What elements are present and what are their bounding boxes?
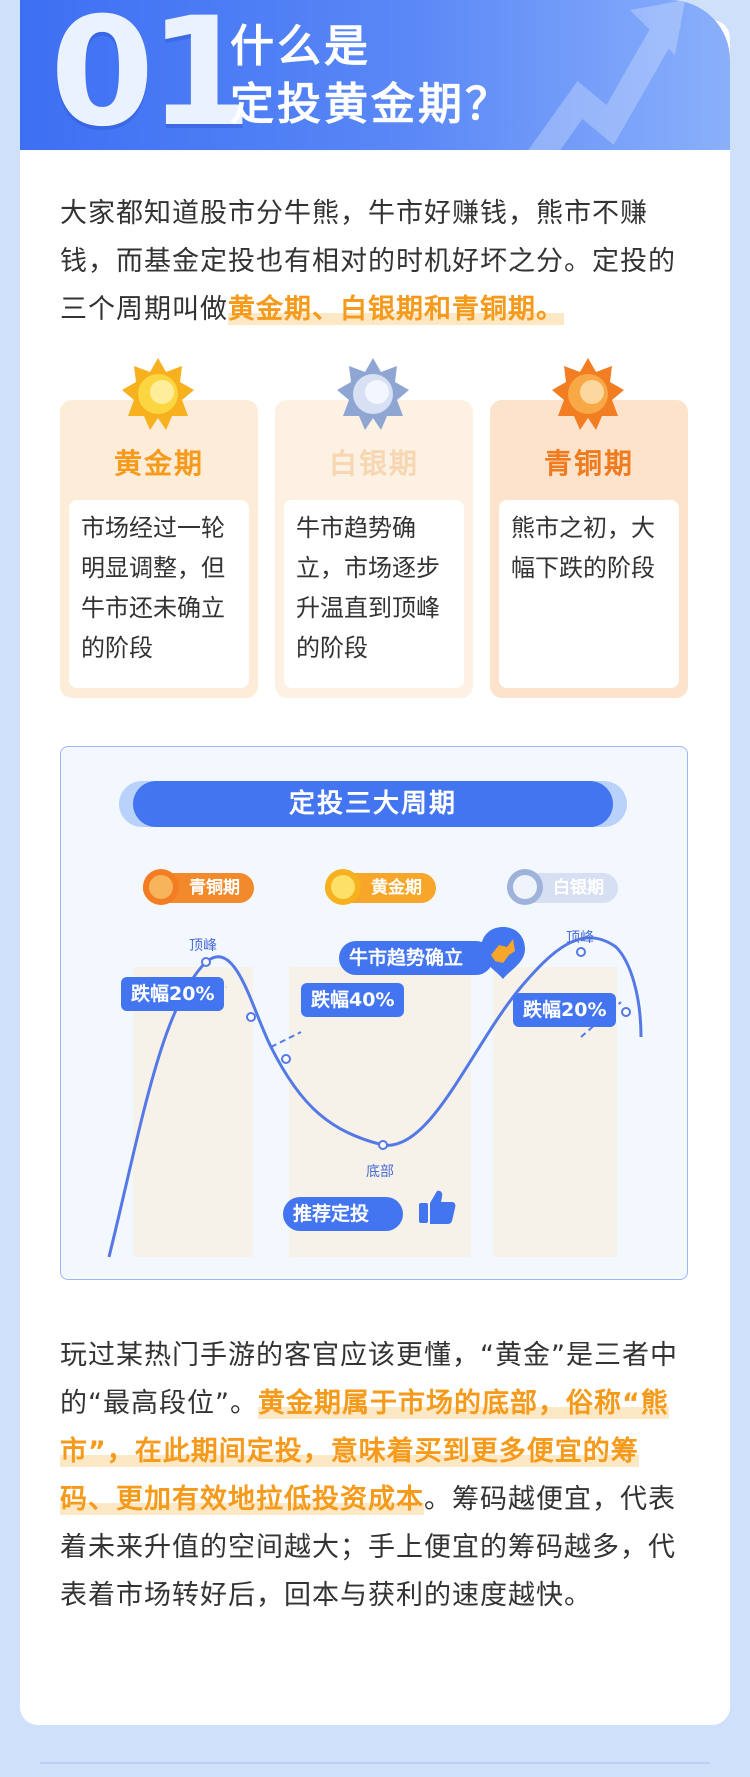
period-name: 白银期 [328, 447, 419, 480]
drop-tag-1: 跌幅20% [121, 977, 225, 1011]
divider [40, 1762, 710, 1764]
phase-pill-silver: 白银期 [507, 869, 618, 905]
phase-label: 黄金期 [371, 878, 422, 898]
recommend-tag: 推荐定投 [283, 1197, 404, 1231]
rising-arrow-icon [528, 0, 685, 150]
bull-trend-tag: 牛市趋势确立 [339, 941, 494, 975]
silver-sun-icon [507, 869, 543, 905]
thumbs-up-icon [419, 1190, 456, 1224]
period-card-bronze: 青铜期 熊市之初，大幅下跌的阶段 [490, 400, 688, 698]
period-desc: 牛市趋势确立，市场逐步升温直到顶峰的阶段 [296, 514, 440, 662]
silver-sun-icon [337, 358, 409, 430]
bull-icon [481, 927, 525, 979]
outro-text-after: 。筹码越便宜，代表着未来升值的空间越大；手上便宜的筹码越多，代表着市场转好后，回… [60, 1484, 676, 1611]
period-card-silver: 白银期 牛市趋势确立，市场逐步升温直到顶峰的阶段 [275, 400, 473, 698]
title-line-1: 什么是 [230, 21, 371, 72]
period-desc-box: 市场经过一轮明显调整，但牛市还未确立的阶段 [69, 500, 249, 688]
drop-tag-2: 跌幅40% [301, 983, 405, 1017]
peak-label-2: 顶峰 [566, 930, 594, 946]
bottom-label: 底部 [366, 1164, 394, 1180]
period-name: 黄金期 [113, 447, 204, 480]
intro-text: 大家都知道股市分牛熊，牛市好赚钱，熊市不赚钱，而基金定投也有相对的时机好坏之分。… [60, 198, 676, 325]
phase-label: 白银期 [553, 878, 604, 898]
cycle-diagram: 定投三大周期 青铜期 黄金期 白银期 顶峰 顶峰 底部 跌幅20% 跌幅40% … [60, 746, 688, 1280]
section-number: 01 [50, 0, 253, 150]
section-title: 什么是 定投黄金期？ [230, 18, 512, 134]
phase-band-bronze [133, 967, 253, 1257]
title-line-2: 定投黄金期？ [230, 79, 512, 130]
phase-label: 青铜期 [189, 878, 240, 898]
period-desc: 市场经过一轮明显调整，但牛市还未确立的阶段 [81, 514, 225, 662]
gold-sun-icon [325, 869, 361, 905]
period-name: 青铜期 [543, 447, 634, 480]
section-header: 01 什么是 定投黄金期？ [20, 0, 730, 150]
bronze-sun-icon [552, 358, 624, 430]
intro-paragraph: 大家都知道股市分牛熊，牛市好赚钱，熊市不赚钱，而基金定投也有相对的时机好坏之分。… [60, 190, 690, 334]
period-desc-box: 熊市之初，大幅下跌的阶段 [499, 500, 679, 688]
gold-sun-icon [122, 358, 194, 430]
peak-label-1: 顶峰 [189, 938, 217, 954]
period-desc-box: 牛市趋势确立，市场逐步升温直到顶峰的阶段 [284, 500, 464, 688]
period-card-gold: 黄金期 市场经过一轮明显调整，但牛市还未确立的阶段 [60, 400, 258, 698]
intro-highlight: 黄金期、白银期和青铜期。 [228, 294, 564, 325]
cycle-title: 定投三大周期 [133, 781, 613, 827]
outro-paragraph: 玩过某热门手游的客官应该更懂，“黄金”是三者中的“最高段位”。黄金期属于市场的底… [60, 1332, 690, 1620]
bronze-sun-icon [143, 869, 179, 905]
outro-text-before: 玩过某热门手游的客官应该更懂，“黄金”是三者中的“最高段位”。 [60, 1340, 678, 1419]
period-desc: 熊市之初，大幅下跌的阶段 [511, 514, 655, 582]
drop-tag-3: 跌幅20% [513, 993, 617, 1027]
phase-pill-gold: 黄金期 [325, 869, 436, 905]
phase-pill-bronze: 青铜期 [143, 869, 254, 905]
